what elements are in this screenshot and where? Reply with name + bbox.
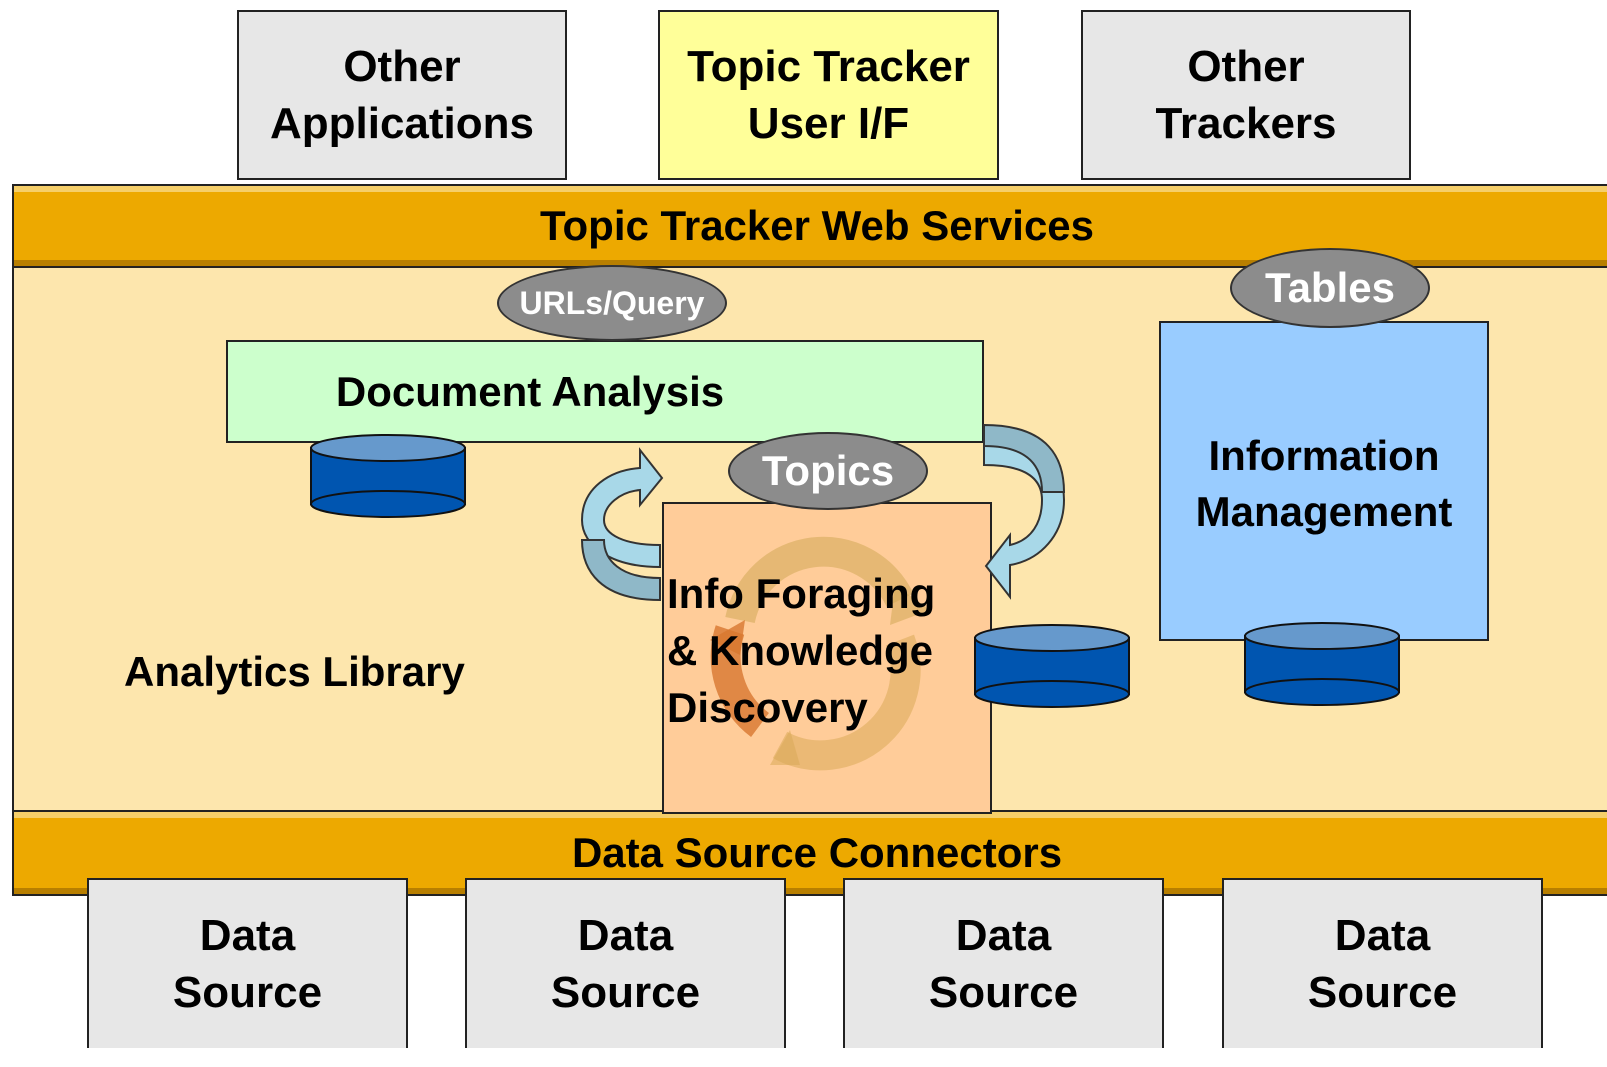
- information-management-box: Information Management: [1159, 321, 1489, 641]
- database-cylinder-icon-document-analysis: [310, 434, 466, 518]
- topic-tracker-user-if-box: Topic Tracker User I/F: [658, 10, 999, 180]
- document-analysis-box: Document Analysis: [226, 340, 984, 443]
- right-curved-arrow: [983, 423, 1066, 600]
- tables-ellipse: Tables: [1230, 248, 1430, 328]
- data-source-box-2: Data Source: [465, 878, 786, 1048]
- data-source-connectors-label: Data Source Connectors: [571, 829, 1063, 876]
- left-curved-arrow: [580, 447, 664, 602]
- other-trackers-box: Other Trackers: [1081, 10, 1411, 180]
- document-analysis-label: Document Analysis: [335, 368, 725, 415]
- cycle-icon: [710, 536, 930, 771]
- data-source-box-1: Data Source: [87, 878, 408, 1048]
- analytics-library-label: Analytics Library: [124, 648, 465, 695]
- other-applications-box: Other Applications: [237, 10, 567, 180]
- info-foraging-label: Info Foraging & Knowledge Discovery: [667, 570, 936, 731]
- topics-ellipse: Topics: [728, 432, 928, 510]
- database-cylinder-icon-information-management: [1244, 622, 1400, 706]
- data-source-box-4: Data Source: [1222, 878, 1543, 1048]
- urls-query-ellipse: URLs/Query: [497, 265, 727, 341]
- data-source-box-3: Data Source: [843, 878, 1164, 1048]
- database-cylinder-icon-info-foraging: [974, 624, 1130, 708]
- web-services-label: Topic Tracker Web Services: [539, 202, 1095, 249]
